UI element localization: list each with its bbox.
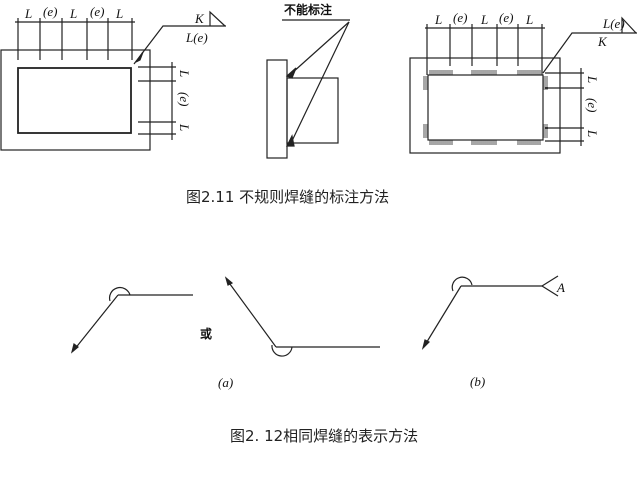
dim-label: L (525, 12, 533, 27)
dim-label: (e) (499, 10, 513, 25)
dim-label: (e) (43, 4, 57, 19)
left-symbol-bottom: L(e) (185, 30, 208, 45)
dim-label: L (24, 6, 32, 21)
fig211-left-diagram: K L(e) L (e) L L (e) L (e) L (0, 4, 226, 151)
fig212-b: A (421, 275, 565, 350)
right-vdim-e: (e) (585, 98, 600, 112)
dim-label: L (69, 6, 77, 21)
dim-label: (e) (453, 10, 467, 25)
right-vdim-l2: L (585, 129, 600, 137)
figure-2-11-caption: 图2.11 不规则焊缝的标注方法 (186, 188, 390, 206)
sub-b-label: (b) (470, 374, 485, 389)
figure-2-12-caption: 图2. 12相同焊缝的表示方法 (230, 427, 419, 445)
dim-label: L (434, 12, 442, 27)
left-vdim-e: (e) (177, 92, 192, 106)
dim-label: (e) (90, 4, 104, 19)
left-vdim-l1: L (177, 69, 192, 77)
left-vdim-l2: L (177, 123, 192, 131)
fig211-middle-diagram: 不能标注 (266, 2, 350, 159)
or-label: 或 (200, 326, 212, 341)
right-symbol-bottom: K (597, 34, 608, 49)
dim-label: L (115, 6, 123, 21)
fig212-a-left (70, 286, 193, 354)
middle-note: 不能标注 (284, 2, 332, 17)
dim-label: L (480, 12, 488, 27)
fig211-right-diagram: L(e) K L (e) L L (e) L (e) L (409, 10, 637, 154)
left-symbol-top: K (194, 11, 205, 26)
right-symbol-top: L(e) (602, 16, 625, 31)
sub-a-label: (a) (218, 375, 233, 390)
tail-label: A (556, 280, 565, 295)
right-vdim-l1: L (585, 75, 600, 83)
fig212-a-right (224, 276, 380, 357)
